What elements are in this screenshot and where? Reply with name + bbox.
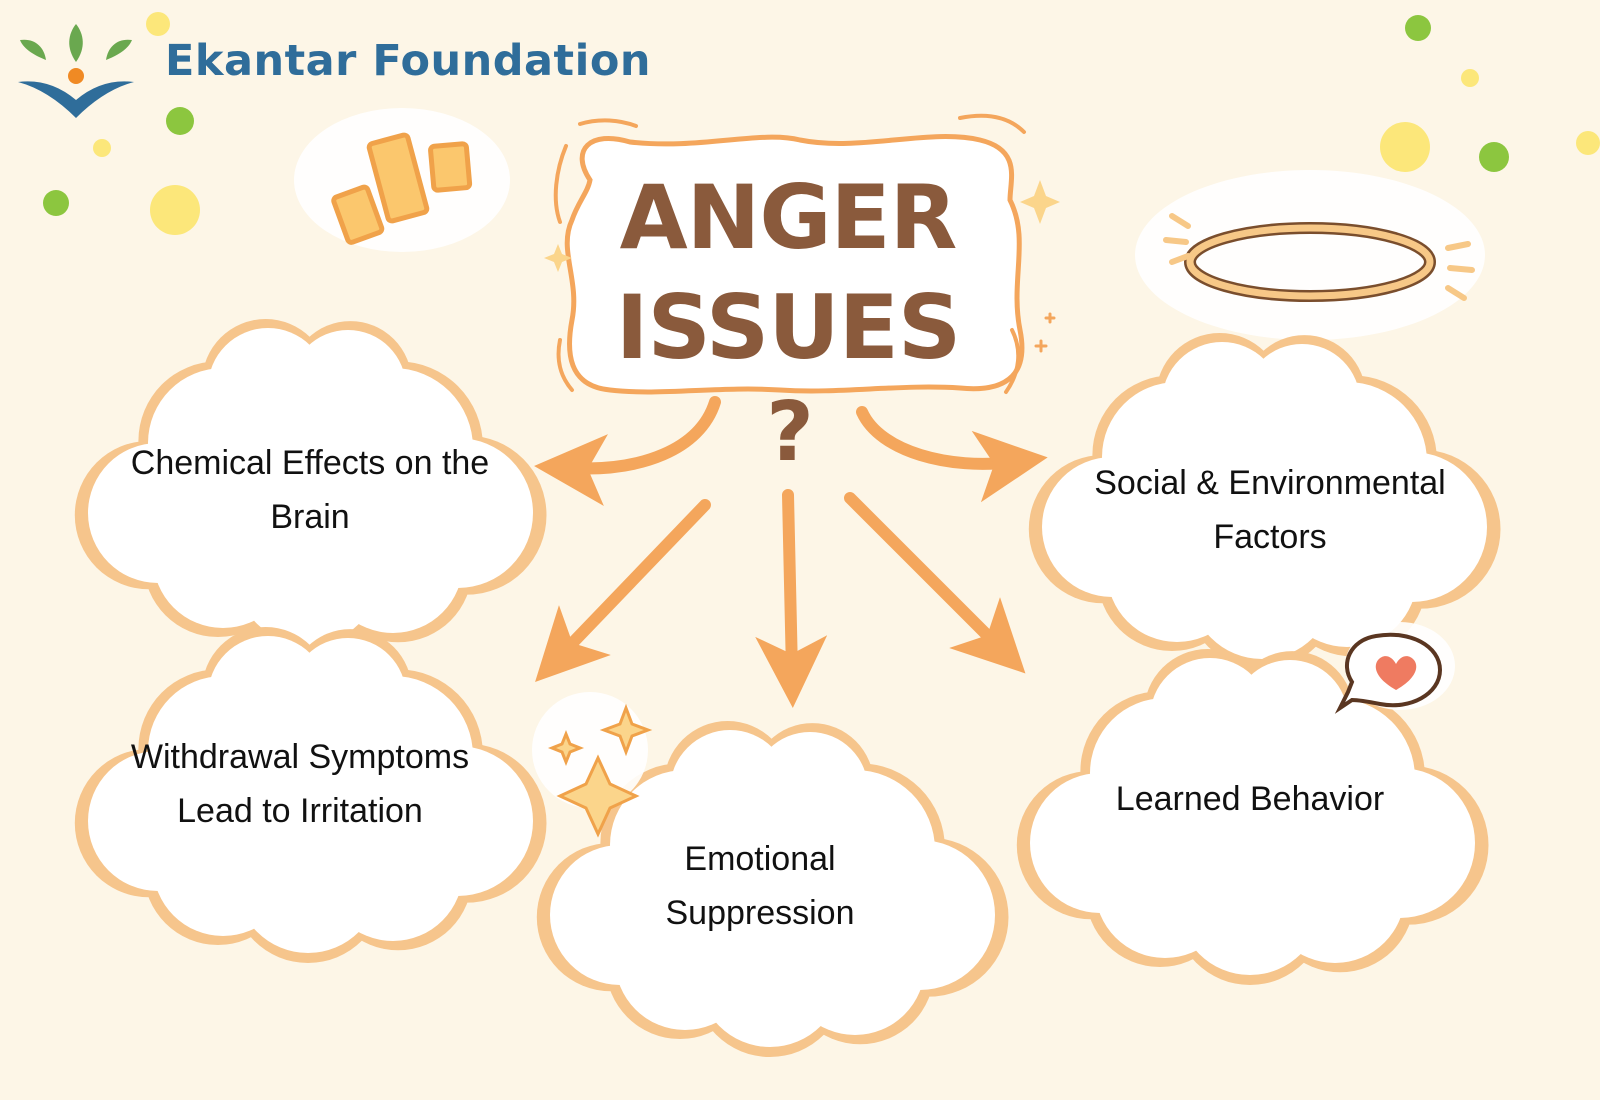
title-line-2: ISSUES [615, 276, 962, 379]
arrows [534, 396, 1048, 708]
title-frame [553, 113, 1026, 395]
dot [1576, 131, 1600, 155]
arrow-to-social-factors [856, 406, 1048, 503]
decorative-dots [43, 12, 1600, 235]
logo-icon [18, 24, 134, 118]
cloud-label-social-environmental: Social & Environmental Factors [1094, 464, 1446, 556]
dot [1405, 15, 1431, 41]
arrow-to-chemical-effects [534, 396, 721, 506]
sparkle-icon [532, 692, 653, 838]
dot [43, 190, 69, 216]
arrow-to-withdrawal [535, 499, 711, 682]
dot [1461, 69, 1479, 87]
dot [166, 107, 194, 135]
exclamation-bars-icon [294, 108, 510, 252]
dot [1479, 142, 1509, 172]
halo-icon [1135, 170, 1485, 340]
question-mark: ? [766, 385, 814, 480]
dot [146, 12, 170, 36]
dot [93, 139, 111, 157]
arrow-to-learned-behavior [844, 492, 1026, 674]
cloud-label-chemical-effects: Chemical Effects on the Brain [130, 444, 490, 536]
heart-bubble-icon [1334, 622, 1455, 714]
arrow-to-emotional-suppression [755, 489, 828, 708]
dot [150, 185, 200, 235]
cloud-label-learned-behavior: Learned Behavior [1115, 780, 1385, 818]
sparkle-icon [544, 180, 1060, 353]
cloud-label-emotional-suppression: Emotional Suppression [665, 840, 855, 932]
cloud-label-withdrawal-symptoms: Withdrawal Symptoms Lead to Irritation [130, 738, 470, 830]
brand-name: Ekantar Foundation [165, 36, 651, 86]
title-line-1: ANGER [619, 166, 958, 269]
dot [1380, 122, 1430, 172]
